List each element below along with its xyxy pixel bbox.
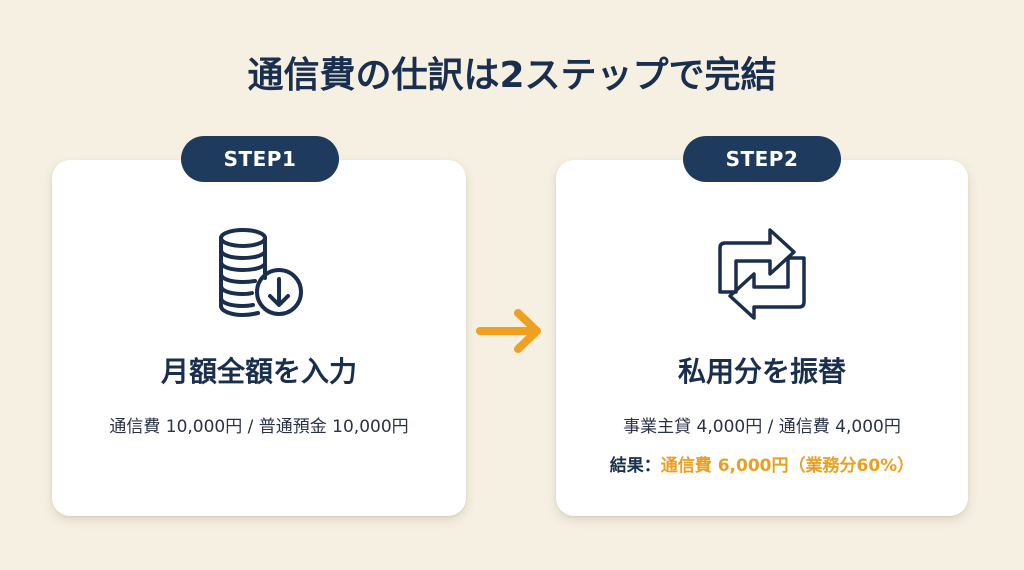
step1-badge: STEP1 bbox=[181, 136, 339, 182]
step2-result: 結果：通信費 6,000円（業務分60%） bbox=[556, 451, 968, 476]
result-label: 結果： bbox=[609, 456, 661, 476]
coins-download-icon bbox=[219, 228, 303, 317]
step2-heading: 私用分を振替 bbox=[677, 355, 846, 388]
step2-badge: STEP2 bbox=[683, 136, 841, 182]
result-value: 通信費 6,000円（業務分60%） bbox=[660, 456, 915, 476]
transfer-arrows-icon bbox=[718, 228, 806, 320]
page-title: 通信費の仕訳は2ステップで完結 bbox=[247, 55, 777, 96]
step2-card: 私用分を振替 事業主貸 4,000円 / 通信費 4,000円 結果：通信費 6… bbox=[556, 160, 968, 516]
step1-card: 月額全額を入力 通信費 10,000円 / 普通預金 10,000円 bbox=[52, 160, 466, 516]
step1-detail: 通信費 10,000円 / 普通預金 10,000円 bbox=[109, 417, 409, 437]
step2-detail: 事業主貸 4,000円 / 通信費 4,000円 bbox=[623, 417, 901, 437]
arrow-right-icon bbox=[476, 309, 541, 353]
step1-heading: 月額全額を入力 bbox=[160, 355, 357, 388]
